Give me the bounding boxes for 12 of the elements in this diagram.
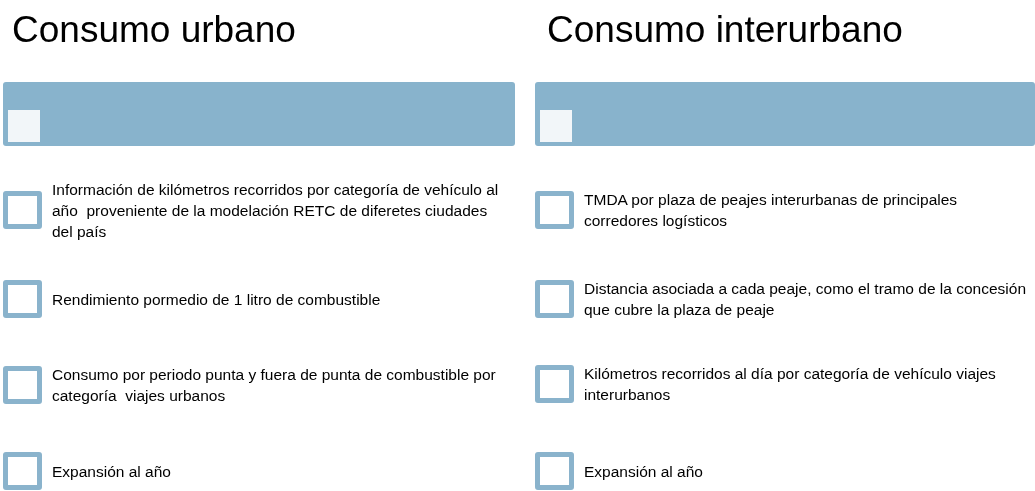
item-text: Kilómetros recorridos al día por categoría de vehículo viajes interurbanos (584, 364, 997, 405)
item-text: Rendimiento pormedio de 1 litro de combustible (52, 289, 381, 310)
column-heading: Consumo urbano (12, 8, 296, 52)
item-text: Consumo por periodo punta y fuera de punta de combustible por categoría viajes urbanos (52, 365, 497, 406)
item-text: Información de kilómetros recorridos por categoría de vehículo al año proveniente de la modelación RETC de diferetes ciudades del país (52, 179, 500, 242)
item-text: Expansión al año (52, 461, 171, 482)
header-bar (3, 82, 515, 146)
header-bar (535, 82, 1035, 146)
item-text: Expansión al año (584, 461, 703, 482)
column-heading: Consumo interurbano (547, 8, 903, 52)
item-text: Distancia asociada a cada peaje, como el tramo de la concesión que cubre la plaza de peaje (584, 279, 1027, 320)
item-text: TMDA por plaza de peajes interurbanas de principales corredores logísticos (584, 190, 959, 231)
